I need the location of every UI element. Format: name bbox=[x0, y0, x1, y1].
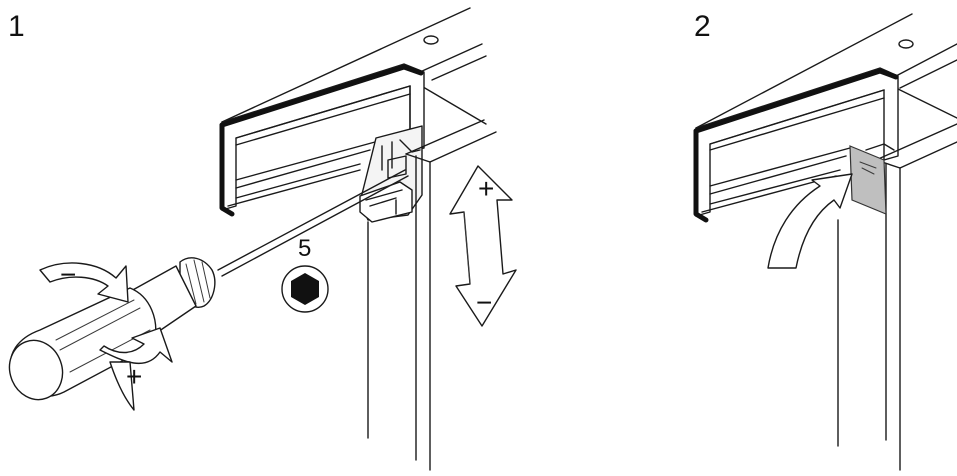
step-1-number: 1 bbox=[8, 10, 25, 43]
screwdriver-icon bbox=[8, 169, 409, 401]
rail-profile bbox=[219, 63, 425, 217]
hex-key-icon: 5 bbox=[281, 235, 329, 313]
minus-rotation-label: − bbox=[60, 259, 76, 290]
rail-profile-2 bbox=[693, 67, 899, 223]
step-2-panel: 2 bbox=[693, 10, 957, 471]
cover-cap bbox=[849, 143, 895, 215]
plus-up-label: + bbox=[478, 173, 494, 204]
minus-down-label: − bbox=[476, 287, 492, 318]
step-1-panel: 1 bbox=[8, 7, 517, 471]
top-rail bbox=[221, 7, 487, 125]
vertical-adjust-arrow-icon: + − bbox=[449, 165, 517, 327]
plus-rotation-label: + bbox=[126, 361, 142, 392]
curved-arrow-icon bbox=[767, 173, 853, 269]
door-panel bbox=[367, 119, 497, 471]
hex-size-label: 5 bbox=[298, 235, 311, 262]
step-2-number: 2 bbox=[694, 10, 711, 43]
runner-housing bbox=[359, 125, 423, 223]
rotation-arrow-icon: − + bbox=[39, 259, 173, 411]
top-rail-2 bbox=[695, 13, 957, 129]
